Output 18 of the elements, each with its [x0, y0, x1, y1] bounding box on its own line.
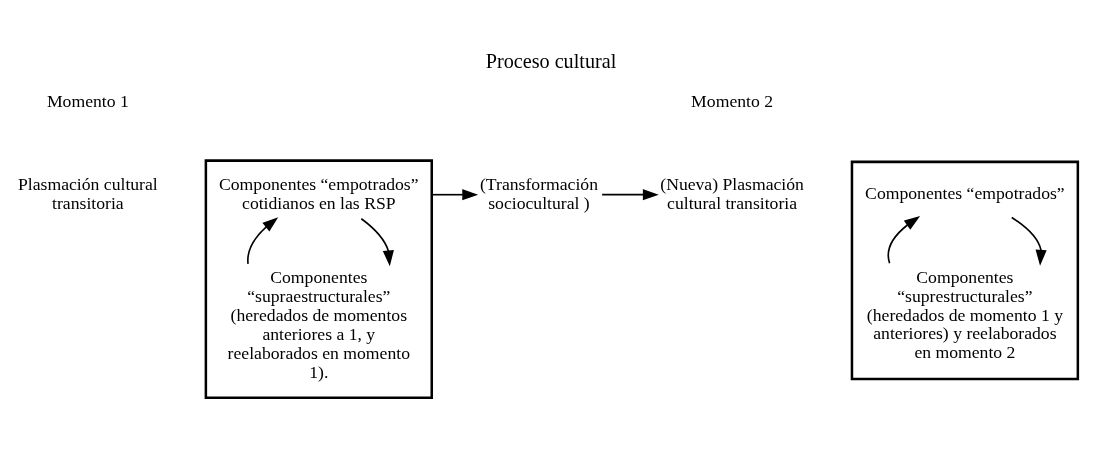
label: Momento 1	[46, 91, 129, 112]
diagram-title: Proceso cultural	[485, 50, 617, 73]
node-text: Componentes “empotrados” cotidianos en las RSP	[219, 173, 419, 213]
node-text: Componentes “empotrados”	[865, 183, 1065, 204]
node-text: Componentes “supraestructurales” (heredados de momentos anteriores a 1, y reelaborados en momento 1).	[227, 267, 410, 382]
arrow	[247, 217, 279, 265]
node-text: (Nueva) Plasmación cultural transitoria	[660, 173, 804, 213]
arrow	[360, 217, 394, 267]
node-text: (Transformación sociocultural )	[480, 173, 599, 213]
label: Momento 2	[691, 91, 774, 112]
cluster	[204, 159, 433, 400]
arrow	[430, 189, 479, 201]
node-text: Plasmación cultural transitoria	[18, 173, 158, 213]
cluster	[850, 160, 1080, 381]
arrow	[601, 189, 659, 201]
arrow	[1010, 216, 1047, 266]
node-text: Componentes “suprestructurales” (heredados de momento 1 y anteriores) y reelaborados en momento 2	[866, 266, 1063, 363]
arrow	[887, 216, 921, 265]
